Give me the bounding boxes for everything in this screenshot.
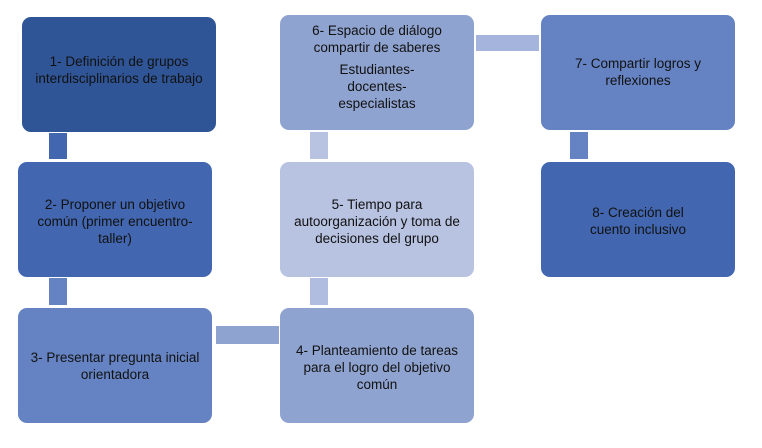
step-5-text: 5- Tiempo para autoorganización y toma d… — [294, 197, 460, 246]
step-3-text: 3- Presentar pregunta inicial orientador… — [30, 350, 200, 382]
connector-7-8 — [570, 132, 588, 159]
step-4-box: 4- Planteamiento de tareas para el logro… — [280, 308, 474, 423]
step-6-text: 6- Espacio de diálogo compartir de saber… — [312, 23, 442, 55]
connector-2-3 — [49, 278, 67, 305]
step-5-box: 5- Tiempo para autoorganización y toma d… — [280, 162, 474, 277]
step-4-text: 4- Planteamiento de tareas para el logro… — [295, 343, 459, 392]
step-2-text: 2- Proponer un objetivo común (primer en… — [37, 197, 193, 246]
step-6-subtext: Estudiantes-docentes-especialistas — [338, 62, 416, 111]
step-7-text: 7- Compartir logros y reflexiones — [574, 56, 702, 88]
step-2-box: 2- Proponer un objetivo común (primer en… — [18, 162, 212, 277]
connector-1-2 — [49, 133, 67, 159]
connector-5-6 — [310, 132, 328, 159]
connector-6-7 — [476, 35, 539, 51]
step-1-box: 1- Definición de grupos interdisciplinar… — [22, 17, 216, 132]
connector-3-4 — [216, 326, 279, 344]
step-1-text: 1- Definición de grupos interdisciplinar… — [35, 54, 203, 86]
step-7-box: 7- Compartir logros y reflexiones — [541, 15, 735, 130]
step-8-box: 8- Creación del cuento inclusivo — [541, 162, 735, 277]
connector-4-5 — [310, 278, 328, 305]
step-8-text: 8- Creación del cuento inclusivo — [589, 205, 687, 237]
step-3-box: 3- Presentar pregunta inicial orientador… — [18, 308, 212, 423]
step-6-box: 6- Espacio de diálogo compartir de saber… — [280, 15, 474, 130]
